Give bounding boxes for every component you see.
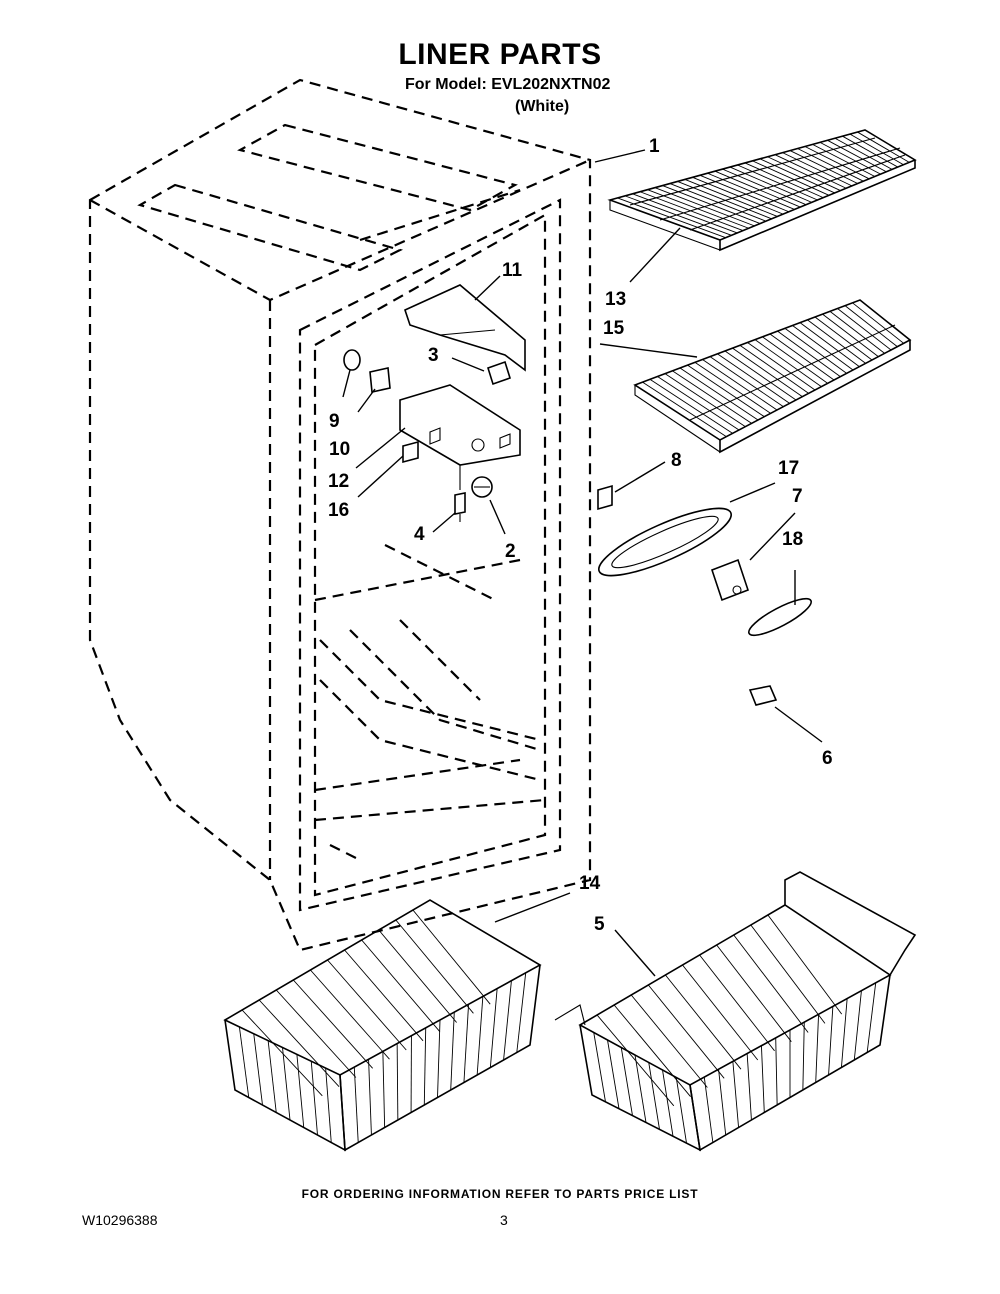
model-color: (White) — [515, 98, 570, 115]
basket-5 — [554, 871, 917, 1152]
light-shield-11 — [404, 284, 526, 372]
socket-10 — [369, 367, 391, 393]
callout-18: 18 — [782, 529, 803, 550]
light-housing-12 — [399, 384, 521, 490]
callout-1: 1 — [649, 136, 660, 157]
callout-3: 3 — [428, 345, 439, 366]
callout-4: 4 — [414, 524, 425, 545]
leader-lines — [342, 149, 823, 977]
shelf-13-wires — [617, 131, 910, 239]
ordering-note: FOR ORDERING INFORMATION REFER TO PARTS … — [301, 1187, 699, 1201]
basket-14 — [223, 899, 542, 1152]
basket-5-wires — [593, 914, 877, 1144]
control-7 — [710, 558, 750, 602]
model-number: For Model: EVL202NXTN02 — [405, 76, 611, 93]
callout-16: 16 — [328, 500, 349, 521]
page-number: 3 — [500, 1212, 508, 1228]
page-title: LINER PARTS — [398, 38, 602, 71]
callout-8: 8 — [671, 450, 682, 471]
callout-5: 5 — [594, 914, 605, 935]
callout-6: 6 — [822, 748, 833, 769]
liner-cabinet — [88, 78, 592, 952]
callout-13: 13 — [605, 289, 626, 310]
callout-2: 2 — [505, 541, 516, 562]
callout-11: 11 — [502, 260, 523, 281]
screw-4 — [454, 492, 466, 522]
switch-16 — [402, 440, 419, 464]
callout-15: 15 — [603, 318, 625, 339]
trim-17 — [598, 507, 732, 577]
bulb-9 — [343, 349, 361, 371]
shelf-15-wires — [642, 302, 904, 438]
clip-8 — [597, 484, 613, 511]
knob-2 — [471, 476, 493, 498]
socket-3 — [487, 360, 511, 386]
callout-12: 12 — [328, 471, 349, 492]
callout-10: 10 — [329, 439, 350, 460]
callout-17: 17 — [778, 458, 799, 479]
document-number: W10296388 — [82, 1212, 158, 1228]
callout-9: 9 — [329, 411, 340, 432]
callout-7: 7 — [792, 486, 803, 507]
plug-6 — [748, 685, 778, 706]
trim-18 — [748, 597, 812, 637]
basket-14-wires — [238, 909, 527, 1143]
callout-14: 14 — [579, 873, 601, 894]
